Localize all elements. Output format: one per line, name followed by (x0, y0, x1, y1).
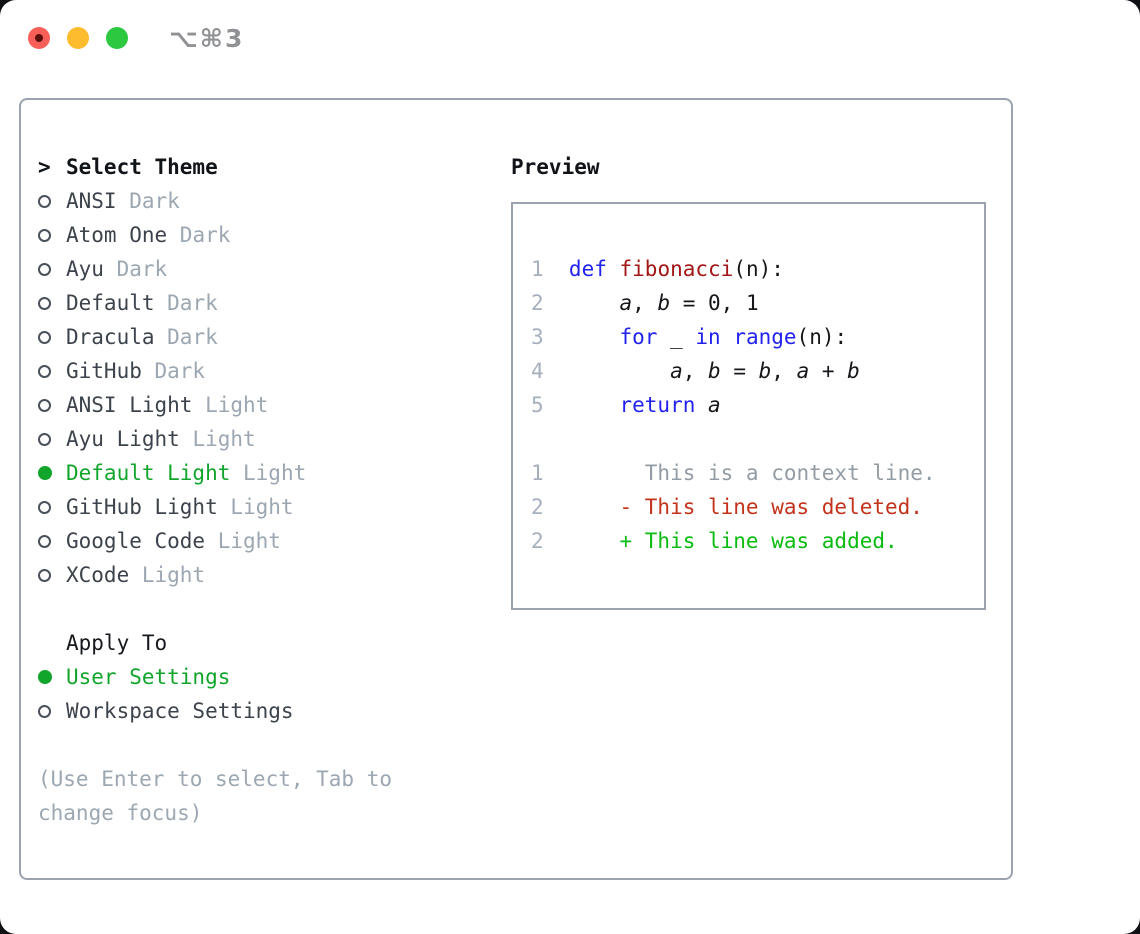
radio-icon (38, 534, 66, 548)
theme-option-xcode-light[interactable]: XCode Light (38, 558, 458, 592)
theme-option-default-dark[interactable]: Default Dark (38, 286, 458, 320)
select-theme-header: > Select Theme (38, 150, 458, 184)
theme-option-ayu-dark[interactable]: Ayu Dark (38, 252, 458, 286)
minimize-button[interactable] (67, 27, 89, 49)
theme-option-google-code-light[interactable]: Google Code Light (38, 524, 458, 558)
radio-icon (38, 704, 66, 718)
theme-option-github-dark[interactable]: GitHub Dark (38, 354, 458, 388)
radio-icon (38, 500, 66, 514)
theme-option-ayu-light[interactable]: Ayu Light Light (38, 422, 458, 456)
apply-to-header: Apply To (38, 626, 458, 660)
theme-option-ansi-light[interactable]: ANSI Light Light (38, 388, 458, 422)
diff-added-line: 2 + This line was added. (531, 529, 898, 553)
radio-icon (38, 398, 66, 412)
theme-option-ansi-dark[interactable]: ANSI Dark (38, 184, 458, 218)
close-button[interactable] (28, 27, 50, 49)
radio-icon (38, 296, 66, 310)
theme-picker-panel: > Select Theme ANSI Dark Atom One Dark A… (19, 98, 1013, 880)
titlebar: ⌥⌘3 (0, 0, 1140, 76)
radio-selected-icon (38, 670, 66, 684)
apply-option-workspace-settings[interactable]: Workspace Settings (38, 694, 458, 728)
radio-icon (38, 432, 66, 446)
window-shortcut-label: ⌥⌘3 (169, 23, 245, 53)
blank-line (531, 422, 984, 456)
diff-deleted-line: 2 - This line was deleted. (531, 495, 923, 519)
code-line: 4 a, b = b, a + b (531, 359, 860, 383)
cursor-icon: > (38, 155, 51, 179)
radio-icon (38, 568, 66, 582)
theme-list-column: > Select Theme ANSI Dark Atom One Dark A… (21, 100, 500, 878)
apply-option-user-settings[interactable]: User Settings (38, 660, 458, 694)
theme-option-dracula-dark[interactable]: Dracula Dark (38, 320, 458, 354)
radio-icon (38, 228, 66, 242)
code-line: 5 return a (531, 393, 721, 417)
code-line: 2 a, b = 0, 1 (531, 291, 759, 315)
unsaved-dot-icon (35, 34, 43, 42)
diff-context-line: 1 This is a context line. (531, 461, 936, 485)
radio-icon (38, 330, 66, 344)
theme-option-github-light[interactable]: GitHub Light Light (38, 490, 458, 524)
apply-to-title: Apply To (66, 631, 168, 655)
zoom-button[interactable] (106, 27, 128, 49)
blank-line (531, 218, 984, 252)
preview-title: Preview (511, 155, 600, 179)
theme-option-default-light[interactable]: Default Light Light (38, 456, 458, 490)
radio-icon (38, 194, 66, 208)
radio-icon (38, 364, 66, 378)
keyboard-hint: (Use Enter to select, Tab to change focu… (38, 767, 393, 825)
code-line: 3 for _ in range(n): (531, 325, 848, 349)
select-theme-title: Select Theme (66, 155, 218, 179)
radio-icon (38, 262, 66, 276)
radio-selected-icon (38, 466, 66, 480)
theme-option-atom-one-dark[interactable]: Atom One Dark (38, 218, 458, 252)
